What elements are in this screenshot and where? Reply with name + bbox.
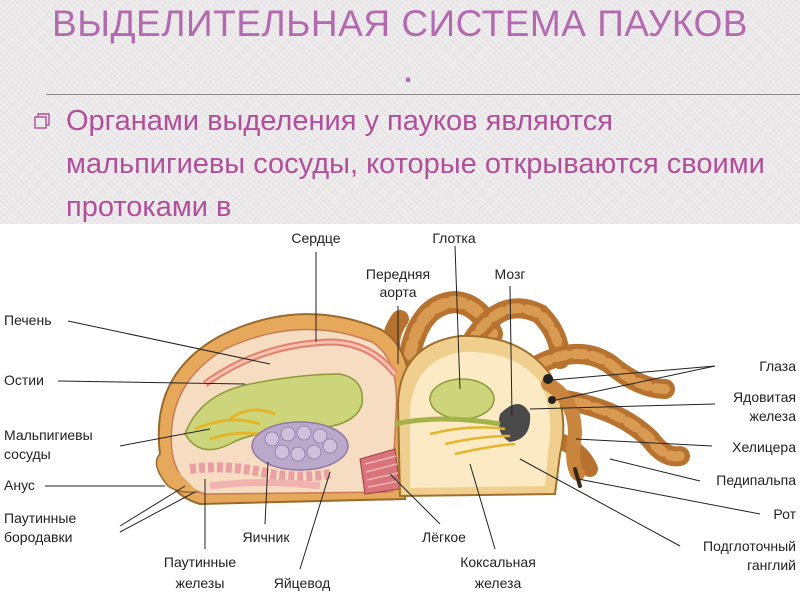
label-silk-glands-2: железы [150, 575, 250, 592]
eye [543, 374, 553, 384]
bullet-text: Органами выделения у пауков являются мал… [66, 100, 786, 229]
label-ostia: Остии [4, 372, 44, 389]
label-coxal-gland-1: Коксальная [446, 554, 550, 571]
label-liver: Печень [4, 312, 52, 329]
label-subesophageal-2: ганглий [676, 557, 796, 574]
label-brain: Мозг [482, 266, 538, 283]
label-spinnerets-1: Паутинные [4, 510, 76, 527]
label-anterior-aorta-2: аорта [357, 284, 439, 301]
label-malpighian-1: Мальпигиевы [4, 427, 93, 444]
label-pedipalp: Педипальпа [690, 472, 796, 489]
label-chelicera: Хелицера [690, 439, 796, 456]
label-subesophageal-1: Подглоточный [676, 538, 796, 555]
label-mouth: Рот [690, 506, 796, 523]
label-ovary: Яичник [228, 529, 304, 546]
label-venom-gland-1: Ядовитая [690, 389, 796, 406]
label-venom-gland-2: железа [690, 408, 796, 425]
spider-anatomy-figure: Сердце Глотка Передняя аорта Мозг Печень… [0, 224, 800, 600]
label-spinnerets-2: бородавки [4, 529, 72, 546]
label-anus: Анус [4, 477, 35, 494]
bullet-box-icon [34, 113, 50, 129]
label-oviduct: Яйцевод [262, 575, 342, 592]
label-malpighian-2: сосуды [4, 446, 51, 463]
label-coxal-gland-2: железа [446, 575, 550, 592]
title-divider [46, 94, 800, 95]
label-anterior-aorta-1: Передняя [357, 266, 439, 283]
label-lung: Лёгкое [408, 529, 480, 546]
label-pharynx: Глотка [423, 230, 485, 247]
title-dot: . [398, 58, 418, 88]
label-eyes: Глаза [690, 358, 796, 375]
label-heart: Сердце [285, 230, 347, 247]
label-silk-glands-1: Паутинные [150, 554, 250, 571]
slide-title: ВЫДЕЛИТЕЛЬНАЯ СИСТЕМА ПАУКОВ [0, 2, 800, 46]
